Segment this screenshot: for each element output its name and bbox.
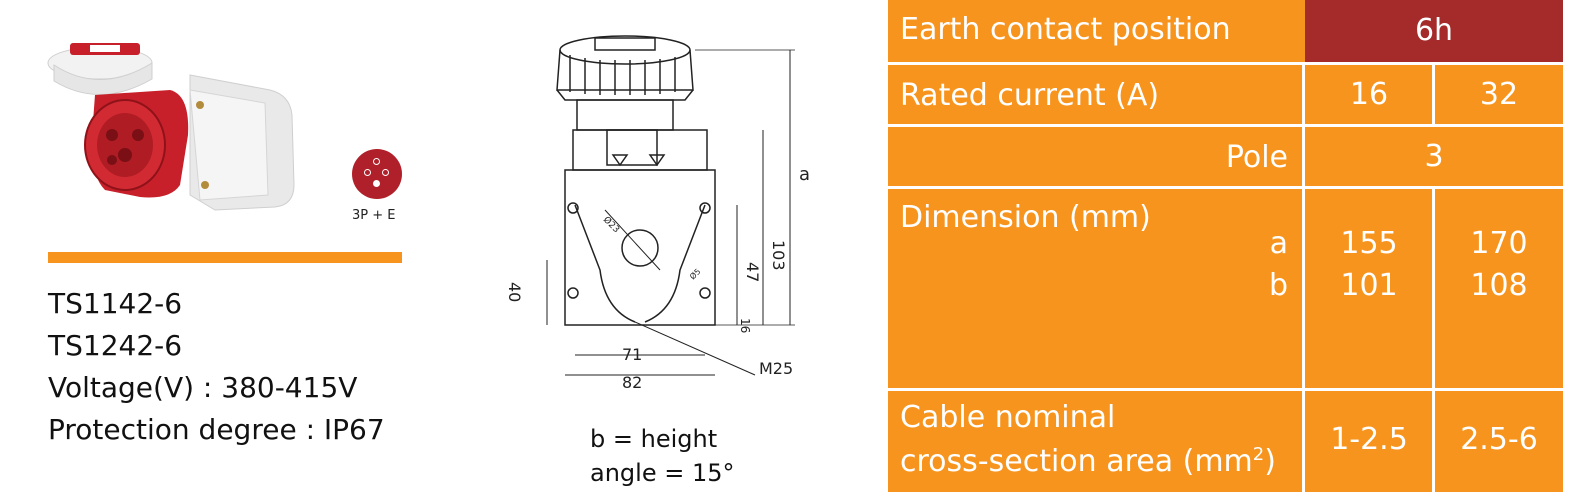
dim-a-16: 155 bbox=[1340, 226, 1398, 261]
dim-23-label: Ø23 bbox=[601, 214, 622, 235]
dim-103-label: 103 bbox=[769, 240, 788, 271]
socket-product-image bbox=[47, 43, 295, 211]
cable-16: 1-2.5 bbox=[1330, 422, 1408, 457]
dim-47-label: 47 bbox=[743, 262, 762, 282]
dimension-a-label: a bbox=[1269, 226, 1288, 261]
dim-82-label: 82 bbox=[622, 373, 642, 392]
caption-height: b = height bbox=[590, 425, 718, 453]
dim-b-16: 101 bbox=[1340, 268, 1398, 303]
dim-m25-label: M25 bbox=[759, 359, 793, 378]
protection-spec: Protection degree : IP67 bbox=[48, 413, 385, 446]
dimension-label: Dimension (mm) bbox=[900, 200, 1151, 235]
orange-divider bbox=[48, 252, 402, 263]
dim-40-label: 40 bbox=[505, 282, 524, 302]
earth-contact-label: Earth contact position bbox=[900, 12, 1231, 47]
model-number-2: TS1242-6 bbox=[48, 329, 183, 362]
pin-configuration-icon bbox=[352, 149, 402, 199]
cable-label-line2: cross-section area (mm2) bbox=[900, 444, 1276, 479]
voltage-spec: Voltage(V) : 380-415V bbox=[48, 371, 358, 404]
spec-table: 6h Earth contact position Rated current … bbox=[888, 0, 1563, 492]
cable-label-line1: Cable nominal bbox=[900, 400, 1116, 435]
rated-current-16: 16 bbox=[1349, 77, 1389, 112]
model-number-1: TS1142-6 bbox=[48, 287, 183, 320]
dim-b-32: 108 bbox=[1470, 268, 1528, 303]
pole-label: Pole bbox=[1225, 140, 1288, 175]
dim-a-32: 170 bbox=[1470, 226, 1528, 261]
rated-current-label: Rated current (A) bbox=[900, 78, 1160, 113]
pin-configuration-label: 3P + E bbox=[352, 208, 396, 223]
dim-5-label: Ø5 bbox=[687, 266, 702, 281]
caption-angle: angle = 15° bbox=[590, 459, 735, 487]
dim-71-label: 71 bbox=[622, 345, 642, 364]
rated-current-32: 32 bbox=[1479, 77, 1519, 112]
dim-16-label: 16 bbox=[738, 318, 752, 333]
cable-32: 2.5-6 bbox=[1460, 422, 1538, 457]
technical-drawing: a 103 47 16 40 71 82 M25 Ø23 Ø5 bbox=[505, 35, 810, 392]
pole-value: 3 bbox=[1424, 139, 1444, 174]
dimension-b-label: b bbox=[1268, 268, 1288, 303]
earth-contact-value: 6h bbox=[1305, 0, 1563, 62]
dim-a-label: a bbox=[799, 164, 810, 185]
